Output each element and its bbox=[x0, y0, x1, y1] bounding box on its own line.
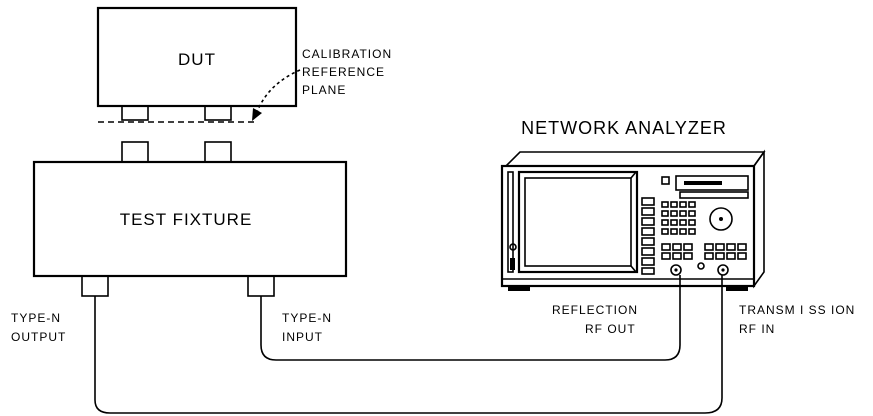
reflection-rf-out-port bbox=[670, 264, 682, 276]
display-screen bbox=[517, 170, 639, 274]
softkeys bbox=[641, 197, 655, 275]
network-analyzer-instrument bbox=[500, 149, 766, 291]
svg-text:PLANE: PLANE bbox=[302, 83, 346, 97]
svg-text:OUTPUT: OUTPUT bbox=[11, 330, 66, 344]
reflection-rf-out-label: REFLECTION RF OUT bbox=[552, 303, 638, 336]
cable-input-to-reflection bbox=[260, 275, 681, 361]
test-fixture-box: TEST FIXTURE bbox=[32, 160, 348, 278]
svg-text:RF IN: RF IN bbox=[739, 322, 775, 336]
test-fixture-label: TEST FIXTURE bbox=[120, 210, 253, 229]
keypad bbox=[661, 201, 696, 235]
fixture-top-connectors bbox=[121, 141, 232, 163]
svg-text:INPUT: INPUT bbox=[282, 330, 323, 344]
svg-text:REFLECTION: REFLECTION bbox=[552, 303, 638, 317]
type-n-input-label: TYPE-N INPUT bbox=[282, 311, 332, 344]
disk-drive bbox=[675, 175, 749, 191]
type-n-output-label: TYPE-N OUTPUT bbox=[11, 311, 66, 344]
svg-text:RF OUT: RF OUT bbox=[585, 322, 636, 336]
svg-text:TRANSM I SS ION: TRANSM I SS ION bbox=[739, 303, 855, 317]
cable-output-to-transmission bbox=[94, 275, 723, 414]
transmission-rf-in-port bbox=[717, 264, 729, 276]
dut-box: DUT bbox=[96, 6, 298, 108]
calibration-arrow bbox=[252, 69, 301, 121]
dut-connectors bbox=[121, 105, 232, 121]
transmission-rf-in-label: TRANSM I SS ION RF IN bbox=[739, 303, 855, 336]
svg-text:TYPE-N: TYPE-N bbox=[282, 311, 332, 325]
rotary-knob bbox=[709, 207, 733, 231]
svg-text:CALIBRATION: CALIBRATION bbox=[302, 47, 392, 61]
fixture-bottom-connectors bbox=[81, 275, 275, 297]
svg-text:TYPE-N: TYPE-N bbox=[11, 311, 61, 325]
svg-text:REFERENCE: REFERENCE bbox=[302, 65, 385, 79]
lower-buttons bbox=[661, 243, 747, 260]
calibration-reference-plane-label: CALIBRATION REFERENCE PLANE bbox=[302, 47, 392, 97]
network-analyzer-title: NETWORK ANALYZER bbox=[521, 118, 727, 138]
dut-label: DUT bbox=[178, 50, 216, 69]
